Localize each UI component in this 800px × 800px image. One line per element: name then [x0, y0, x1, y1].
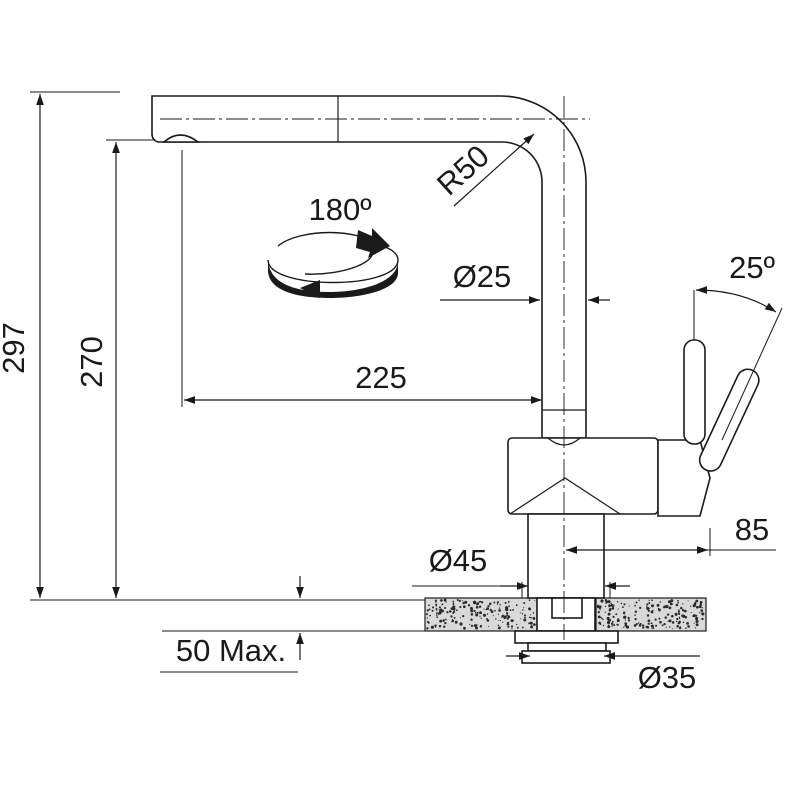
dim-25deg-arc: [695, 286, 777, 313]
dim-270-label: 270: [74, 336, 109, 388]
dim-85-label: 85: [735, 512, 769, 547]
mounting-nut: [514, 630, 619, 644]
dim-35-label: Ø35: [638, 660, 697, 695]
dim-50max-label: 50 Max.: [176, 633, 286, 668]
dim-45-label: Ø45: [429, 543, 488, 578]
extension-lines: [30, 91, 711, 673]
dim-225-label: 225: [355, 360, 407, 395]
granite-speckles: [426, 598, 705, 630]
dim-25-label: Ø25: [453, 259, 512, 294]
spout: [151, 95, 587, 439]
dim-r50-label: R50: [430, 138, 496, 202]
faucet-base: [527, 513, 605, 599]
faucet: [151, 95, 760, 664]
countertop: [424, 597, 707, 632]
dim-r50-line: [453, 133, 535, 207]
lever-upright: [683, 339, 706, 445]
dim-25deg-label: 25º: [729, 250, 775, 285]
lever-tilted: [698, 368, 760, 472]
dimension-lines: [36, 94, 783, 660]
spray-head: [161, 134, 201, 143]
rotation-arrow-icon: [267, 228, 399, 298]
faucet-body: [507, 437, 659, 515]
dim-180-label: 180º: [308, 192, 371, 227]
dim-297-label: 297: [0, 322, 31, 374]
